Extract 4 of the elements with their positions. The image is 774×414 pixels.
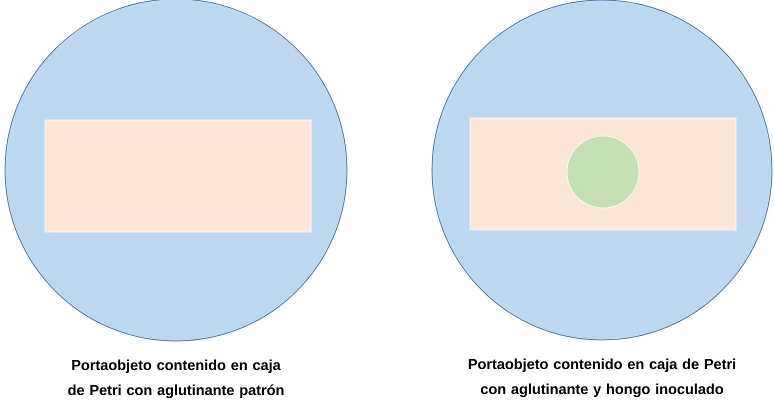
glass-slide: [44, 120, 312, 232]
node-label: Portaobjeto contenido en caja de Petri con aglutinante patrón: [68, 360, 284, 398]
fungus-colony: [566, 136, 640, 208]
node-label: Portaobjeto contenido en caja de Petri con aglutinante y hongo inoculado: [468, 358, 736, 398]
